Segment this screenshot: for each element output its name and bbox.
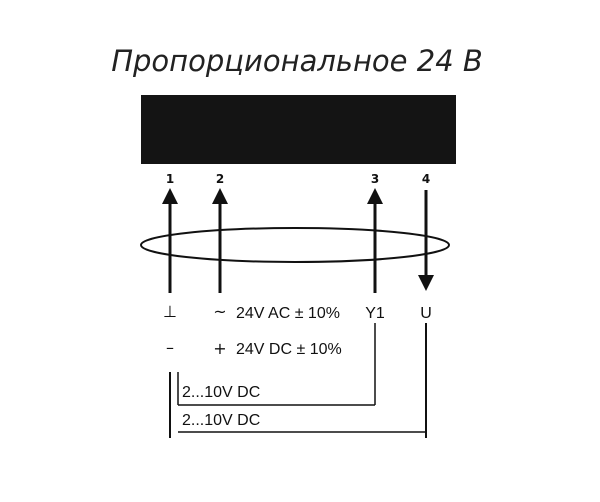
arrow-up-icon xyxy=(212,188,228,204)
supply-dc-label: 24V DC ± 10% xyxy=(236,341,342,358)
terminal-4-number: 4 xyxy=(422,172,430,186)
terminal-1-dc-symbol: – xyxy=(166,338,174,357)
terminal-2-symbol: ~ xyxy=(213,302,226,321)
cable-bundle-ellipse xyxy=(140,227,450,263)
terminal-4-wire xyxy=(418,190,434,291)
actuator-body xyxy=(141,95,456,164)
terminal-3-wire xyxy=(367,188,383,293)
supply-ac-label: 24V AC ± 10% xyxy=(236,305,340,322)
terminal-1-symbol: ⊥ xyxy=(163,302,177,321)
arrow-up-icon xyxy=(367,188,383,204)
terminal-2-dc-symbol: + xyxy=(213,339,226,358)
terminal-2-wire xyxy=(212,188,228,293)
terminal-4-symbol: U xyxy=(420,305,432,322)
terminal-1-wire xyxy=(162,188,178,293)
terminal-3-symbol: Y1 xyxy=(365,305,385,322)
arrow-down-icon xyxy=(418,275,434,291)
diagram-title: Пропорциональное 24 В xyxy=(111,44,483,78)
terminal-3-number: 3 xyxy=(371,172,379,186)
arrow-up-icon xyxy=(162,188,178,204)
output-signal-label: 2...10V DC xyxy=(182,412,260,429)
input-signal-label: 2...10V DC xyxy=(182,384,260,401)
terminal-2-number: 2 xyxy=(216,172,224,186)
terminal-1-number: 1 xyxy=(166,172,174,186)
